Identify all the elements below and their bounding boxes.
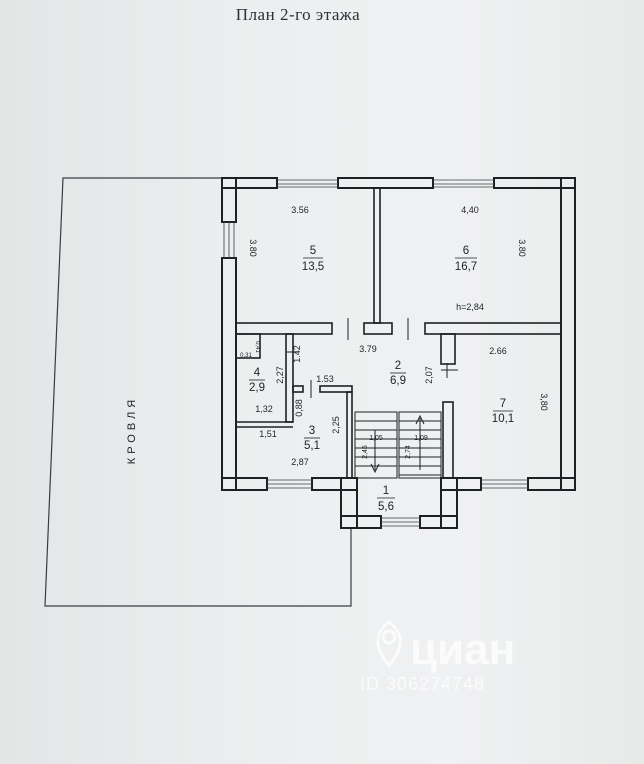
plan-title: План 2-го этажа (235, 5, 361, 24)
dim-r7-width: 2.66 (489, 346, 507, 356)
dim-stair-width-2: 1,09 (414, 435, 428, 442)
room-7-number: 7 (500, 398, 506, 410)
dim-r4-height: 2,27 (275, 366, 285, 384)
ceiling-height: h=2,84 (456, 302, 484, 312)
location-pin-icon (376, 620, 402, 668)
room-5-number: 5 (310, 245, 316, 257)
room-1-area: 5,6 (378, 501, 394, 513)
watermark-id: ID 306274748 (360, 674, 485, 694)
staircase (354, 411, 442, 479)
room-2-number: 2 (395, 360, 401, 372)
dim-r4-small-a: 0,41 (254, 341, 260, 353)
room-2-area: 6,9 (390, 375, 406, 387)
watermark: циан ID 306274748 (360, 620, 515, 694)
dim-r7-height: 3,80 (539, 393, 549, 411)
room-5-area: 13,5 (302, 261, 324, 273)
room-4-number: 4 (254, 367, 261, 379)
dim-r5-width: 3.56 (291, 205, 309, 215)
dim-stair-height-1: 2,45 (362, 445, 369, 459)
room-7-area: 10,1 (492, 413, 514, 425)
roof-outline (44, 177, 352, 607)
room-1-number: 1 (383, 485, 389, 497)
dim-r3-height: 2,25 (331, 416, 341, 434)
dim-r6-height: 3.80 (517, 239, 527, 257)
interior-walls (235, 187, 562, 479)
dim-r3-width-2: 2,87 (291, 457, 309, 467)
dim-r2-width: 3.79 (359, 344, 377, 354)
dim-r4-small-b: 0,31 (240, 353, 252, 359)
room-3-area: 5,1 (304, 440, 320, 452)
room-4-area: 2,9 (249, 382, 265, 394)
dim-stair-width-1: 1,05 (369, 435, 383, 442)
room-6-number: 6 (463, 245, 469, 257)
watermark-brand: циан (410, 625, 515, 674)
dim-r6-width: 4,40 (461, 205, 479, 215)
dim-r3-a: 0,88 (294, 399, 304, 417)
dim-r2-height: 1.42 (292, 345, 302, 363)
room-3-number: 3 (309, 425, 315, 437)
door-markers (287, 318, 458, 398)
dim-r2-width-2: 1.53 (316, 374, 334, 384)
dim-stair-height-2: 2,74 (405, 445, 412, 459)
room-6-area: 16,7 (455, 261, 477, 273)
windows (223, 179, 528, 527)
roof-label: КРОВЛЯ (126, 396, 138, 464)
exterior-walls (221, 177, 576, 529)
dim-r5-height: 3.80 (248, 239, 258, 257)
dim-r3-width-1: 1,51 (259, 429, 277, 439)
dim-r4-width: 1,32 (255, 404, 273, 414)
dim-r2-height-2: 2,07 (424, 366, 434, 384)
